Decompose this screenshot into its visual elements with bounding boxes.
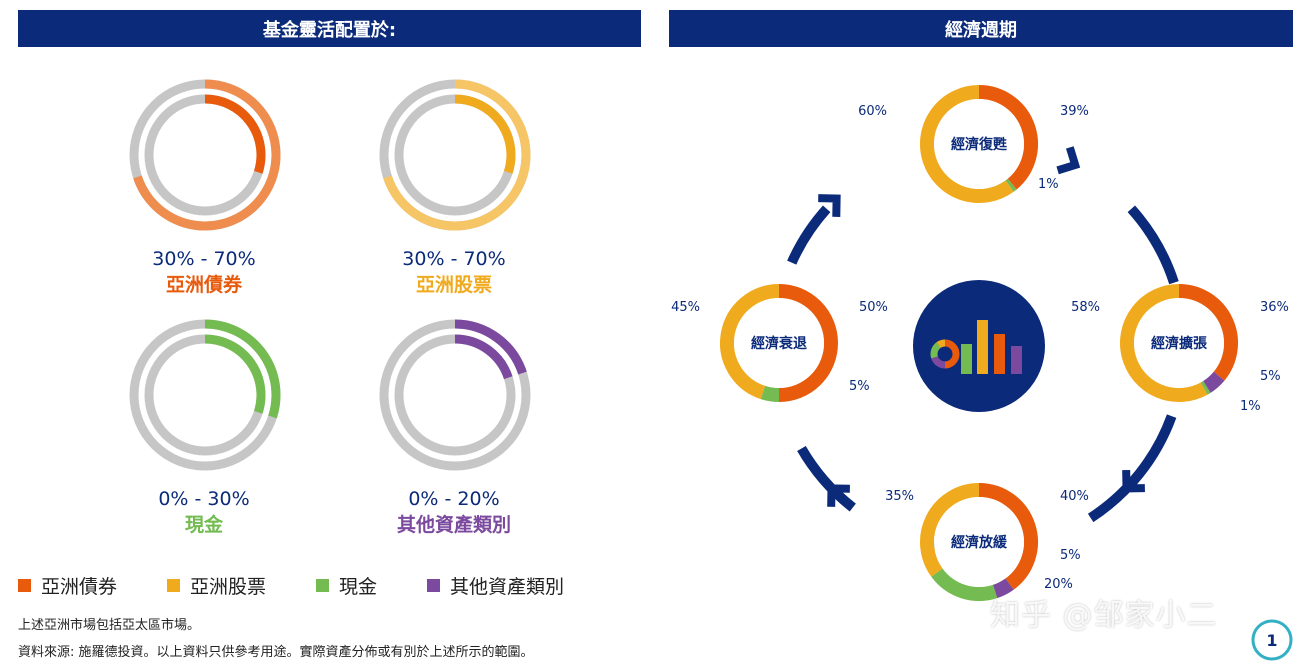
- ring-max-arc: [204, 319, 281, 419]
- legend-item: 亞洲股票: [167, 572, 266, 599]
- data-label: 40%: [1060, 489, 1089, 504]
- donut-slice: [931, 568, 998, 601]
- alloc-name: 現金: [184, 514, 223, 536]
- cycle-arc: [1127, 205, 1179, 285]
- watermark: 知乎 @邹家小二: [990, 598, 1218, 633]
- cycle-donut: 經濟擴張 36% 5% 1% 58%: [1071, 284, 1289, 414]
- legend-label: 亞洲債券: [41, 576, 118, 598]
- cycle-arrowhead: [1056, 146, 1081, 175]
- allocation-ring: [129, 79, 281, 231]
- ring-min-arc: [204, 334, 266, 414]
- data-label: 50%: [859, 300, 888, 315]
- cycle-donut: 經濟衰退 50% 5% 45%: [671, 284, 888, 402]
- ring-min-arc: [454, 334, 513, 380]
- alloc-other-label: 0% - 20% 其他資產類別: [354, 488, 554, 537]
- data-label: 60%: [858, 104, 887, 119]
- donut-slice: [1005, 178, 1017, 192]
- data-label: 5%: [1260, 369, 1281, 384]
- allocation-ring: [379, 79, 531, 231]
- alloc-range: 0% - 30%: [158, 488, 250, 510]
- cycle-title: 經濟週期: [945, 19, 1017, 41]
- cycle-arrowhead: [1122, 469, 1145, 493]
- donut-slice: [978, 85, 1038, 190]
- ring-max-arc: [454, 319, 527, 375]
- cycle-arrowhead: [818, 194, 841, 217]
- donut-slice: [720, 284, 780, 400]
- legend-label: 其他資產類別: [450, 576, 565, 598]
- donut-slice: [920, 85, 1014, 203]
- data-label: 36%: [1260, 300, 1289, 315]
- allocation-title: 基金靈活配置於:: [262, 19, 397, 41]
- donut-slice: [1178, 284, 1238, 381]
- page-number-badge: 1: [1251, 619, 1293, 661]
- legend-item: 其他資產類別: [427, 572, 564, 599]
- ring-min-arc: [454, 94, 516, 174]
- alloc-name: 亞洲股票: [415, 274, 492, 296]
- donut-title: 經濟放緩: [951, 534, 1008, 551]
- allocation-ring: [129, 319, 281, 471]
- cycle-arrowhead: [827, 484, 850, 507]
- legend-swatch: [427, 579, 441, 592]
- cycle-donut: 經濟復甦 39% 1% 60%: [858, 85, 1089, 203]
- alloc-cash-label: 0% - 30% 現金: [104, 488, 304, 537]
- data-label: 58%: [1071, 300, 1100, 315]
- footnote-markets: 上述亞洲市場包括亞太區市場。: [18, 618, 201, 633]
- alloc-bonds-label: 30% - 70% 亞洲債券: [104, 248, 304, 297]
- cycle-arc: [797, 445, 856, 512]
- donut-title: 經濟擴張: [1151, 335, 1208, 352]
- donut-slice: [1202, 371, 1225, 393]
- bar-chart-icon: [913, 280, 1045, 412]
- alloc-range: 30% - 70%: [402, 248, 506, 270]
- donut-slice: [978, 483, 1038, 590]
- legend-label: 現金: [339, 576, 378, 598]
- ring-min-arc: [204, 94, 266, 174]
- legend-swatch: [167, 579, 181, 592]
- ring-max-arc: [133, 79, 281, 231]
- donut-slice: [920, 483, 980, 577]
- data-label: 45%: [671, 300, 700, 315]
- donut-slice: [760, 385, 780, 402]
- data-label: 1%: [1240, 399, 1261, 414]
- donut-title: 經濟復甦: [951, 136, 1008, 153]
- page-number: 1: [1266, 631, 1277, 650]
- cycle-arc: [1087, 414, 1177, 523]
- legend-swatch: [18, 579, 31, 592]
- cycle-header: 經濟週期: [669, 10, 1293, 47]
- data-label: 39%: [1060, 104, 1089, 119]
- legend-label: 亞洲股票: [190, 576, 267, 598]
- cycle-donut: 經濟放緩 40% 5% 20% 35%: [885, 483, 1089, 601]
- data-label: 20%: [1044, 577, 1073, 592]
- cycle-arc: [787, 205, 831, 265]
- legend-item: 現金: [316, 572, 377, 599]
- economic-cycle-chart: 經濟復甦 39% 1% 60% 經濟擴張 36% 5% 1% 58% 經濟放緩 40% 5% 20% 35…: [671, 85, 1289, 601]
- legend: 亞洲債券 亞洲股票 現金 其他資產類別: [18, 572, 614, 599]
- donut-title: 經濟衰退: [751, 335, 807, 352]
- alloc-range: 30% - 70%: [152, 248, 256, 270]
- data-label: 1%: [1038, 177, 1059, 192]
- data-label: 35%: [885, 489, 914, 504]
- donut-slice: [992, 578, 1014, 599]
- data-label: 5%: [849, 379, 870, 394]
- allocation-rings: [129, 79, 531, 471]
- alloc-equities-label: 30% - 70% 亞洲股票: [354, 248, 554, 297]
- allocation-header: 基金靈活配置於:: [18, 10, 641, 47]
- footnote-source: 資料來源: 施羅德投資。以上資料只供參考用途。實際資產分佈或有別於上述所示的範圍…: [18, 645, 534, 660]
- donut-slice: [778, 284, 838, 402]
- donut-slice: [1120, 284, 1208, 402]
- legend-item: 亞洲債券: [18, 572, 117, 599]
- legend-swatch: [316, 579, 330, 592]
- alloc-range: 0% - 20%: [408, 488, 500, 510]
- ring-max-arc: [383, 79, 531, 231]
- data-label: 5%: [1060, 548, 1081, 563]
- allocation-ring: [379, 319, 531, 471]
- alloc-name: 亞洲債券: [165, 274, 242, 296]
- donut-slice: [1200, 380, 1211, 395]
- alloc-name: 其他資產類別: [396, 514, 511, 536]
